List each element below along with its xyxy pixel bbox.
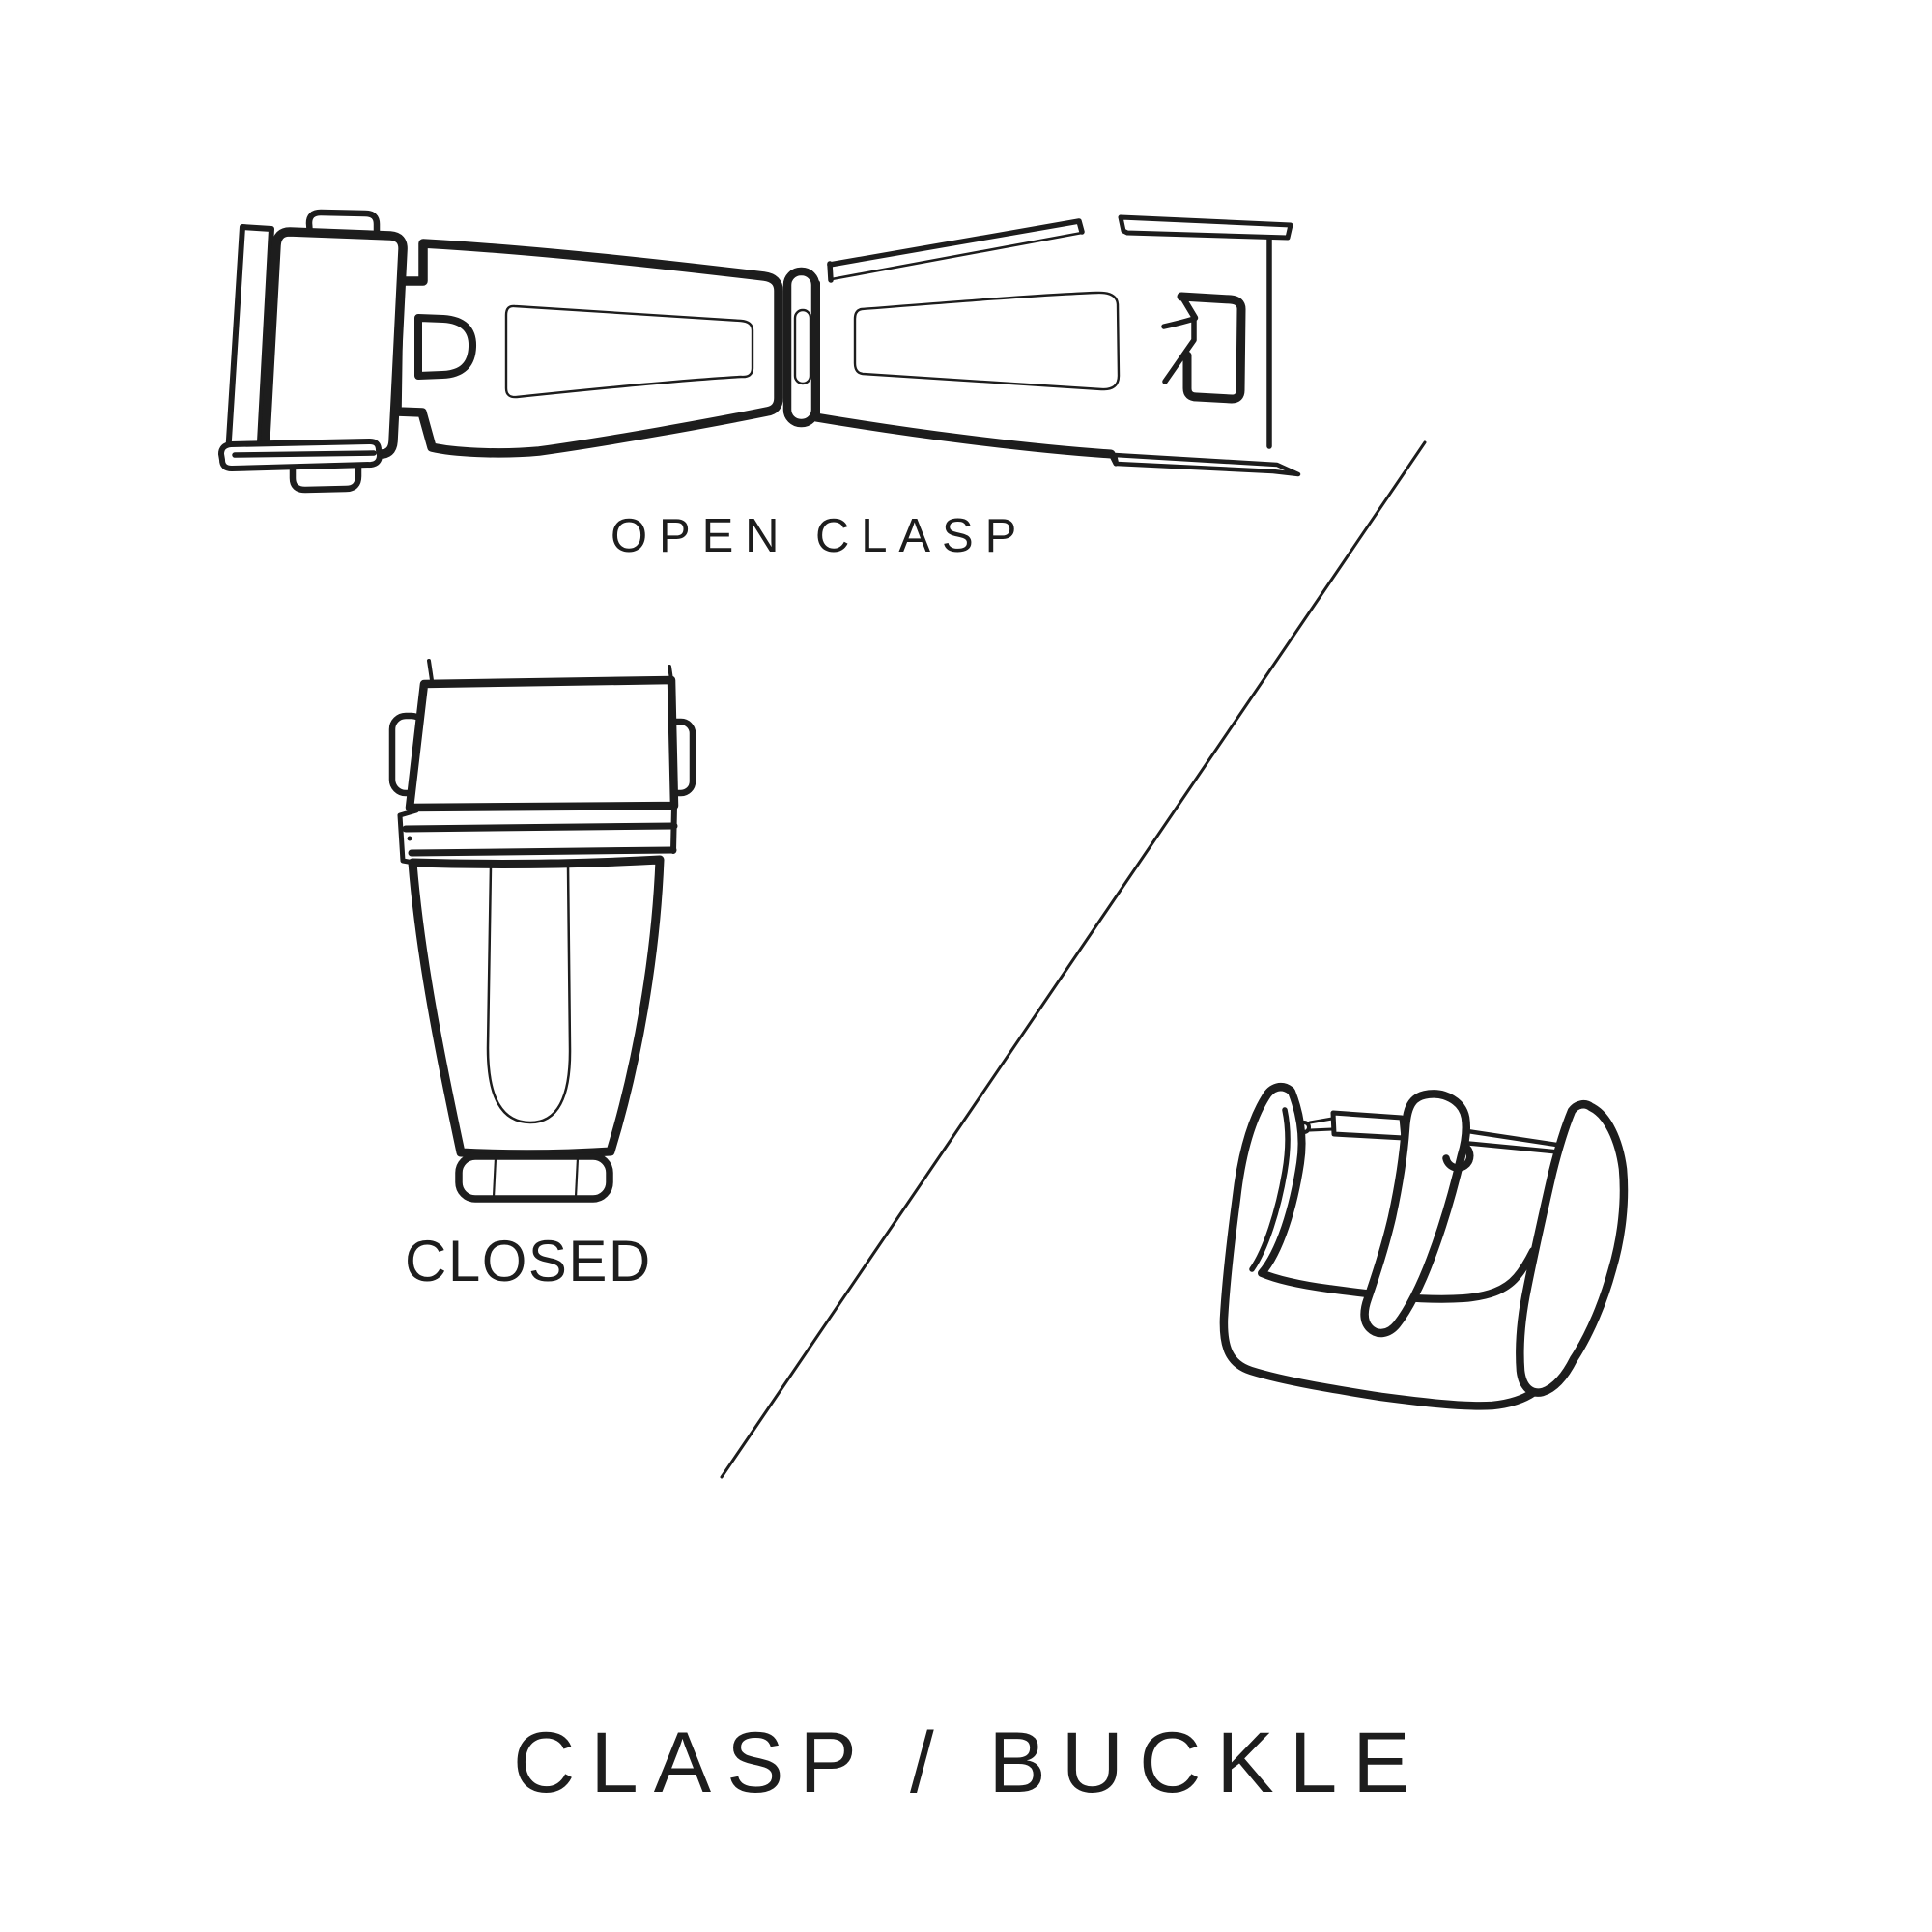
svg-text:OPEN CLASP: OPEN CLASP	[611, 510, 1028, 562]
svg-text:CLASP / BUCKLE: CLASP / BUCKLE	[513, 1714, 1426, 1810]
svg-text:CLOSED: CLOSED	[405, 1229, 652, 1293]
